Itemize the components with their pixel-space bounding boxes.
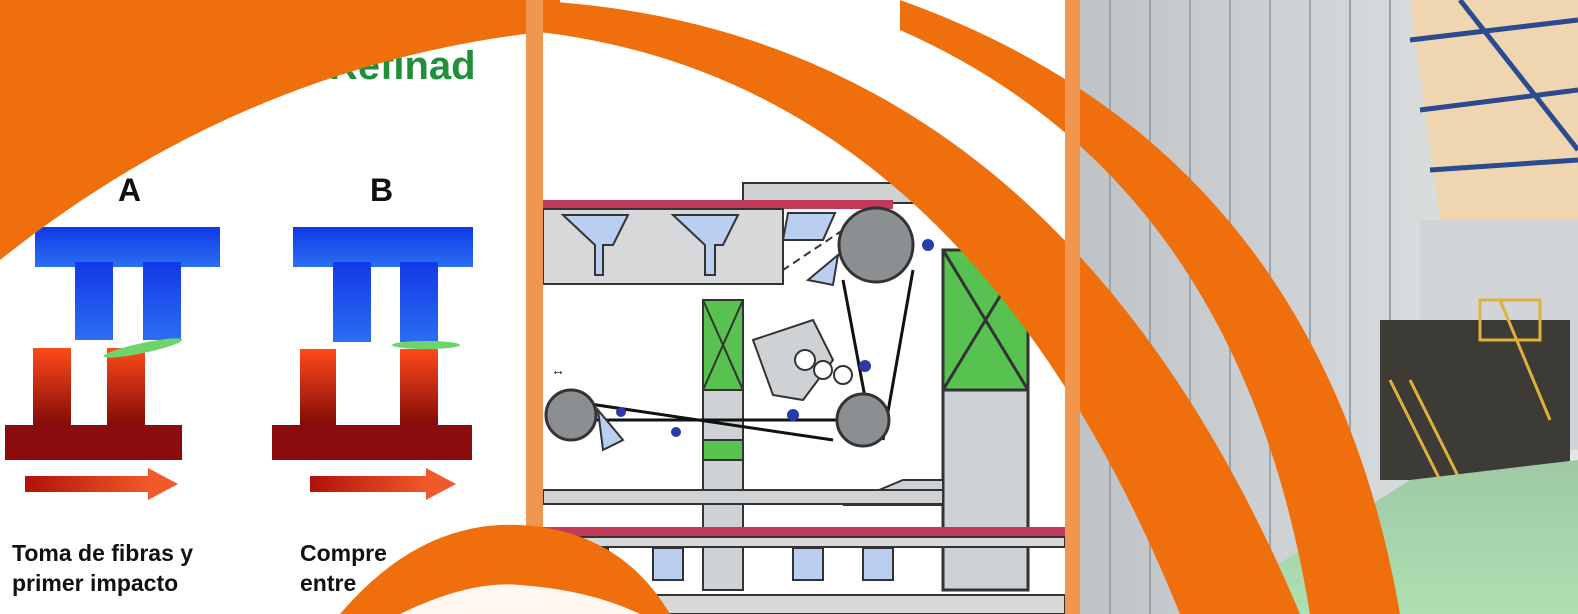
caption-b: Compre entre <box>300 538 387 598</box>
machine-schematic-panel: ↔ <box>543 0 1065 614</box>
caption-b-line2: entre <box>300 568 387 598</box>
factory-photo-panel <box>1080 0 1578 614</box>
caption-a-line2: primer impacto <box>12 568 193 598</box>
svg-text:↔: ↔ <box>551 362 565 378</box>
arrow-b <box>310 468 456 500</box>
caption-b-line1: Compre <box>300 538 387 568</box>
stator-b <box>293 227 473 342</box>
refiner-bars-illustration <box>0 0 526 614</box>
machine-schematic-illustration: ↔ <box>543 0 1065 614</box>
caption-a: Toma de fibras y primer impacto <box>12 538 193 598</box>
stator-a <box>35 227 220 340</box>
fiber-b <box>392 341 460 349</box>
rotor-a <box>5 348 182 460</box>
refiner-diagram-panel: del Refinad A B <box>0 0 526 614</box>
rotor-b <box>272 349 472 460</box>
factory-photo <box>1080 0 1578 614</box>
caption-a-line1: Toma de fibras y <box>12 538 193 568</box>
arrow-a <box>25 468 178 500</box>
